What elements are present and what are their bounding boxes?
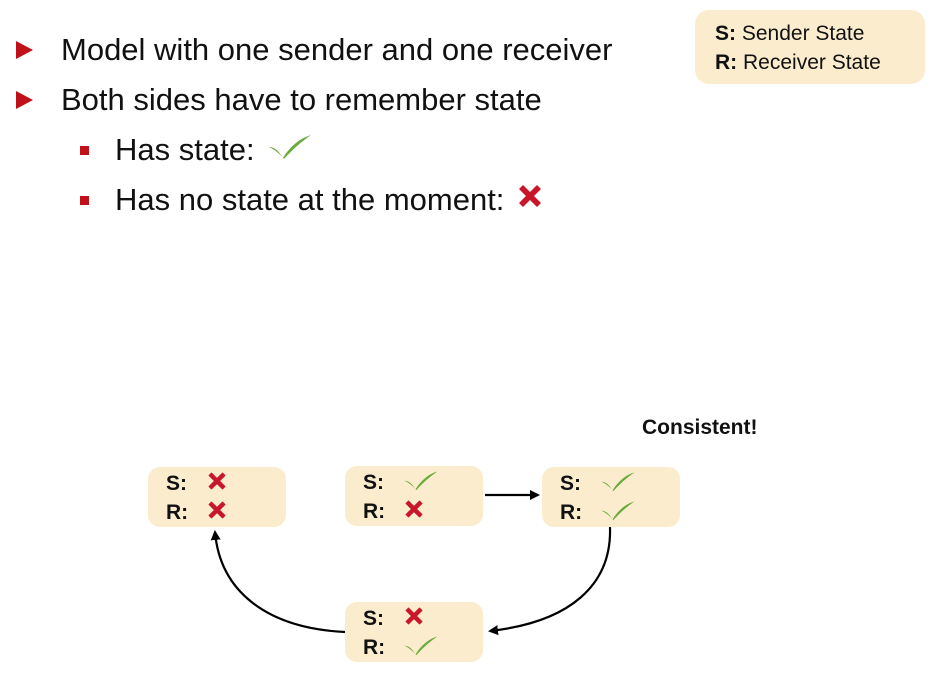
legend-s-value: Sender State xyxy=(741,22,865,45)
sub-bullet-2-text: Has no state at the moment: xyxy=(115,182,505,217)
triangle-bullet-icon xyxy=(16,91,33,109)
sub-bullet-1-text: Has state: xyxy=(115,132,255,167)
receiver-row: R: xyxy=(363,633,483,662)
bullet-2: Both sides have to remember state xyxy=(0,78,542,122)
square-bullet-icon xyxy=(80,195,89,205)
cross-icon xyxy=(403,605,425,633)
receiver-label: R: xyxy=(363,499,386,523)
triangle-bullet-icon xyxy=(16,41,33,59)
state-box-3: S: R: xyxy=(542,467,680,527)
cross-icon xyxy=(516,182,544,218)
sender-label: S: xyxy=(363,606,384,630)
arrow-box3-to-box4 xyxy=(488,526,612,636)
sender-label: S: xyxy=(363,470,384,494)
legend-sender-row: S: Sender State xyxy=(715,19,925,48)
sender-row: S: xyxy=(363,468,483,497)
cross-icon xyxy=(403,498,425,526)
cross-icon xyxy=(206,470,228,498)
state-box-2: S: R: xyxy=(345,466,483,526)
check-icon xyxy=(600,499,636,527)
sender-row: S: xyxy=(560,469,680,498)
sender-label: S: xyxy=(560,471,581,495)
receiver-label: R: xyxy=(166,500,189,524)
sub-bullet-no-state: Has no state at the moment: xyxy=(0,178,544,222)
state-box-1: S: R: xyxy=(148,467,286,527)
consistent-label: Consistent! xyxy=(642,416,758,439)
arrow-box4-to-box1 xyxy=(210,530,346,634)
cross-icon xyxy=(206,499,228,527)
legend-box: S: Sender State R: Receiver State xyxy=(695,10,925,84)
receiver-row: R: xyxy=(363,497,483,526)
square-bullet-icon xyxy=(80,145,89,155)
sender-row: S: xyxy=(363,604,483,633)
bullet-1: Model with one sender and one receiver xyxy=(0,28,612,72)
receiver-label: R: xyxy=(560,500,583,524)
legend-receiver-row: R: Receiver State xyxy=(715,48,925,77)
legend-r-key: R: xyxy=(715,51,738,74)
bullet-1-text: Model with one sender and one receiver xyxy=(61,32,613,67)
state-box-4: S: R: xyxy=(345,602,483,662)
sub-bullet-has-state: Has state: xyxy=(0,128,313,172)
check-icon xyxy=(267,132,313,168)
check-icon xyxy=(600,470,636,498)
check-icon xyxy=(403,469,439,497)
legend-s-key: S: xyxy=(715,22,736,45)
sender-row: S: xyxy=(166,469,286,498)
check-icon xyxy=(403,634,439,662)
receiver-label: R: xyxy=(363,635,386,659)
receiver-row: R: xyxy=(166,498,286,527)
sender-label: S: xyxy=(166,471,187,495)
receiver-row: R: xyxy=(560,498,680,527)
legend-r-value: Receiver State xyxy=(743,51,881,74)
bullet-2-text: Both sides have to remember state xyxy=(61,82,542,117)
